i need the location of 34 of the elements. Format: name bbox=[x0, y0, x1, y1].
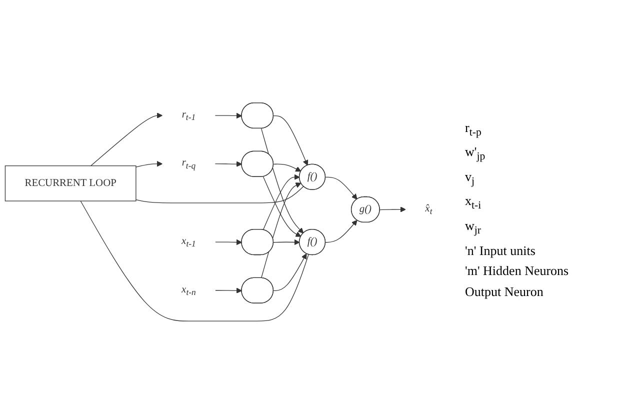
node-text: r$_{t-q}$ bbox=[182, 158, 196, 171]
arrow bbox=[262, 176, 302, 238]
arrow bbox=[215, 240, 242, 246]
arrow bbox=[214, 162, 242, 168]
node-text: x$_{t-1}$ bbox=[182, 236, 196, 249]
node-box bbox=[4, 166, 136, 202]
network-diagram: RECURRENT LOOP r$_{t-1}$ f() r$_{t-q}$ x$_{t-1}$ g() x̂$_{t}$ f() x$_{t-n}$ bbox=[0, 92, 457, 327]
arrow bbox=[273, 254, 307, 292]
arrow bbox=[273, 116, 308, 166]
arrow bbox=[214, 113, 242, 119]
column-label: Output Neuron bbox=[465, 284, 544, 300]
arrow bbox=[260, 128, 304, 234]
column-label: 'n' Input units bbox=[465, 242, 536, 258]
arrow bbox=[273, 240, 300, 246]
node-text: x̂$_{t}$ bbox=[425, 203, 432, 216]
symbol-label: x$_{t-i}$ bbox=[465, 193, 482, 213]
arrow bbox=[325, 177, 358, 200]
arrow bbox=[325, 220, 358, 244]
symbol-label: r$_{t-p}$ bbox=[465, 120, 482, 140]
arrow bbox=[136, 161, 163, 168]
arrow bbox=[262, 174, 300, 231]
arrow bbox=[215, 288, 242, 294]
connector bbox=[80, 201, 309, 322]
connector bbox=[136, 186, 304, 204]
node-text: x$_{t-n}$ bbox=[182, 284, 196, 298]
column-label: 'm' Hidden Neurons bbox=[465, 263, 570, 279]
arrow bbox=[380, 206, 406, 213]
arrow bbox=[90, 113, 163, 166]
symbol-label: w'$_{jp}$ bbox=[465, 144, 486, 164]
symbol-label: w$_{jr}$ bbox=[465, 218, 482, 238]
arrow bbox=[273, 164, 302, 172]
node-text: r$_{t-1}$ bbox=[182, 109, 196, 122]
symbol-label: v$_{j}$ bbox=[465, 168, 476, 188]
arrow bbox=[260, 182, 302, 279]
